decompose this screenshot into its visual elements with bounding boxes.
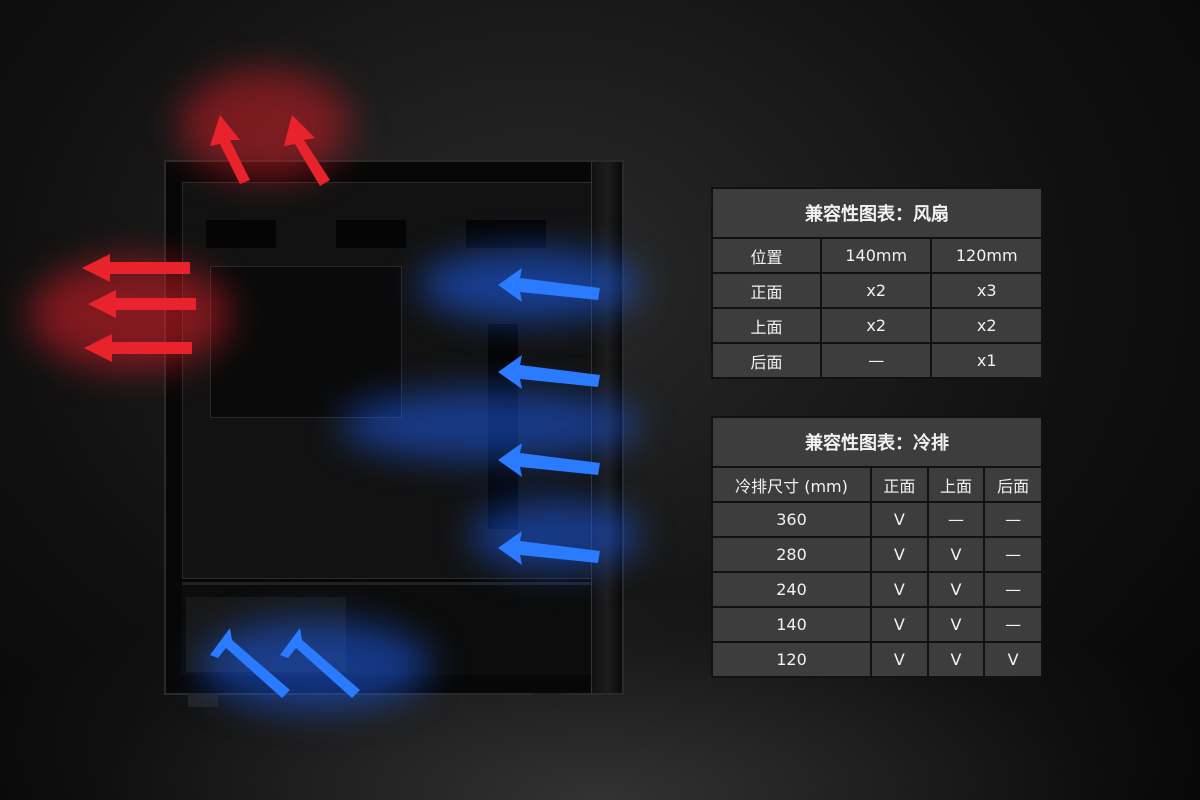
table-header-row: 冷排尺寸 (mm) 正面 上面 后面	[711, 466, 1043, 503]
intake-arrow-icon	[280, 628, 360, 698]
table-cell: 上面	[711, 307, 822, 344]
intake-arrow-icon	[498, 531, 600, 565]
intake-arrow-icon	[498, 355, 600, 389]
cable-cutout	[336, 220, 406, 248]
table-row: 280 V V —	[711, 536, 1043, 573]
table-cell: V	[870, 536, 929, 573]
column-header: 冷排尺寸 (mm)	[711, 466, 872, 503]
fan-compatibility-table: 兼容性图表：风扇 位置 140mm 120mm 正面 x2 x3 上面 x2 x…	[711, 187, 1043, 379]
exhaust-arrow-icon	[284, 115, 330, 186]
table-cell: 后面	[711, 342, 822, 379]
table-cell: 正面	[711, 272, 822, 309]
table-cell: —	[819, 342, 933, 379]
table-cell: V	[870, 606, 929, 643]
table-cell: x2	[930, 307, 1043, 344]
table-cell: 280	[711, 536, 872, 573]
intake-glow	[340, 390, 640, 460]
table-cell: x1	[930, 342, 1043, 379]
case-foot	[188, 693, 218, 707]
exhaust-arrow-icon	[82, 254, 190, 282]
case-foot	[531, 693, 561, 707]
table-header-row: 位置 140mm 120mm	[711, 237, 1043, 274]
table-cell: V	[926, 536, 986, 573]
column-header: 位置	[711, 237, 822, 274]
table-cell: x3	[930, 272, 1043, 309]
exhaust-arrow-icon	[88, 290, 196, 318]
column-header: 上面	[926, 466, 986, 503]
table-title: 兼容性图表：冷排	[711, 416, 1043, 468]
exhaust-glow	[180, 70, 350, 180]
cable-cutout	[206, 220, 276, 248]
table-cell: x2	[819, 272, 933, 309]
exhaust-arrow-icon	[210, 115, 250, 184]
table-cell: V	[926, 606, 986, 643]
intake-arrow-icon	[498, 268, 600, 302]
table-cell: V	[983, 641, 1043, 678]
exhaust-arrow-icon	[84, 334, 192, 362]
table-cell: —	[983, 501, 1043, 538]
table-cell: x2	[819, 307, 933, 344]
table-row: 正面 x2 x3	[711, 272, 1043, 309]
table-row: 240 V V —	[711, 571, 1043, 608]
radiator-compatibility-table: 兼容性图表：冷排 冷排尺寸 (mm) 正面 上面 后面 360 V — — 28…	[711, 416, 1043, 678]
intake-arrow-icon	[210, 628, 290, 698]
table-row: 上面 x2 x2	[711, 307, 1043, 344]
cable-cutout	[466, 220, 546, 248]
table-cell: 120	[711, 641, 872, 678]
intake-glow	[200, 620, 430, 710]
column-header: 后面	[983, 466, 1043, 503]
table-row: 140 V V —	[711, 606, 1043, 643]
table-cell: —	[983, 536, 1043, 573]
table-cell: —	[926, 501, 986, 538]
column-header: 120mm	[930, 237, 1043, 274]
intake-arrow-icon	[498, 443, 600, 477]
table-cell: —	[983, 571, 1043, 608]
table-cell: V	[870, 501, 929, 538]
column-header: 正面	[870, 466, 929, 503]
table-title: 兼容性图表：风扇	[711, 187, 1043, 239]
cpu-cutout	[210, 266, 402, 418]
table-cell: 360	[711, 501, 872, 538]
table-cell: V	[870, 571, 929, 608]
column-header: 140mm	[819, 237, 933, 274]
table-cell: 140	[711, 606, 872, 643]
table-cell: V	[926, 641, 986, 678]
table-cell: V	[926, 571, 986, 608]
table-cell: V	[870, 641, 929, 678]
table-row: 后面 — x1	[711, 342, 1043, 379]
table-cell: —	[983, 606, 1043, 643]
table-row: 120 V V V	[711, 641, 1043, 678]
table-row: 360 V — —	[711, 501, 1043, 538]
table-cell: 240	[711, 571, 872, 608]
